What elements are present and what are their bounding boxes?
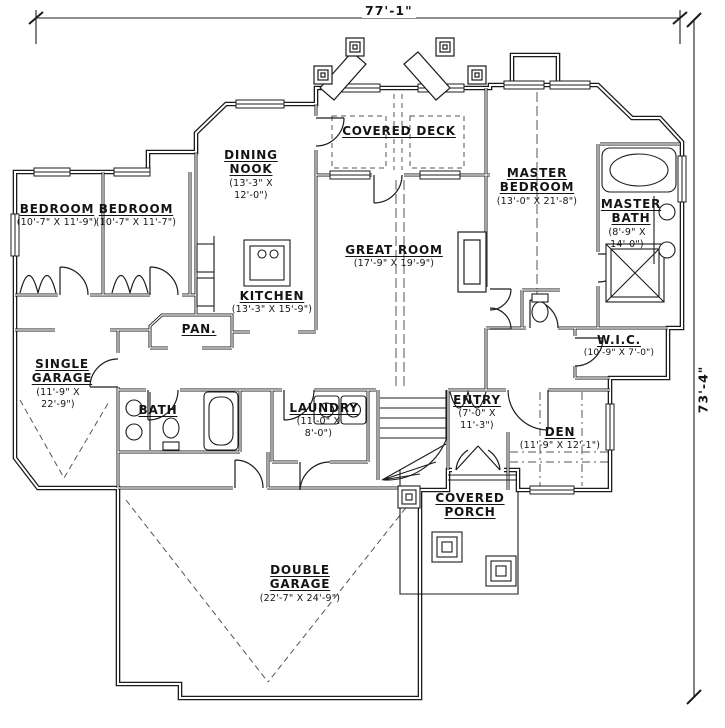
- room-label-covered-porch: COVERED PORCH: [432, 491, 508, 520]
- room-name: MASTER BEDROOM: [499, 166, 575, 195]
- room-label-master-bath: MASTER BATH (8'-9" X 14'-0"): [599, 197, 663, 251]
- room-label-single-garage: SINGLE GARAGE (11'-9" X 22'-9"): [29, 357, 95, 411]
- room-label-master-bedroom: MASTER BEDROOM (13'-0" X 21'-8"): [494, 166, 580, 208]
- room-name: KITCHEN: [239, 289, 305, 303]
- room-name: PAN.: [181, 322, 217, 336]
- room-label-dining-nook: DINING NOOK (13'-3" X 12'-0"): [218, 148, 284, 202]
- master-bath-fixtures: [531, 147, 677, 323]
- room-dims: (10'-7" X 11'-9"): [16, 217, 98, 229]
- room-name: ENTRY: [453, 393, 501, 407]
- room-label-den: DEN (11'-9" X 12'-1"): [520, 425, 600, 452]
- room-dims: (13'-3" X 15'-9"): [231, 304, 313, 316]
- room-label-pantry: PAN.: [182, 322, 217, 336]
- room-dims: (8'-9" X 14'-0"): [608, 226, 646, 250]
- laundry-fixtures: [313, 395, 367, 425]
- room-name: DEN: [544, 425, 576, 439]
- room-label-covered-deck: COVERED DECK: [342, 124, 456, 138]
- door-swings: [19, 117, 627, 491]
- room-name: DINING NOOK: [224, 148, 278, 177]
- room-name: GREAT ROOM: [345, 243, 443, 257]
- dimension-lines: [28, 10, 702, 705]
- room-name: BEDROOM: [19, 202, 95, 216]
- room-name: BEDROOM: [98, 202, 174, 216]
- room-label-entry: ENTRY (7'-0" X 11'-3"): [451, 393, 503, 432]
- room-dims: (10'-9" X 7'-0"): [583, 348, 655, 359]
- deck-posts: [313, 37, 487, 101]
- room-label-laundry: LAUNDRY (11'-0" X 8'-0"): [289, 401, 358, 440]
- room-name: COVERED DECK: [342, 124, 456, 138]
- overall-width-dimension: 77'-1": [362, 3, 416, 18]
- room-dims: (13'-0" X 21'-8"): [496, 195, 578, 207]
- room-dims: (7'-0" X 11'-3"): [458, 408, 496, 432]
- room-label-double-garage: DOUBLE GARAGE (22'-7" X 24'-9"): [259, 563, 341, 605]
- overall-height-dimension: 73'-4": [695, 362, 711, 417]
- room-label-bedroom-2: BEDROOM (10'-7" X 11'-7"): [96, 202, 176, 229]
- room-dims: (13'-3" X 12'-0"): [229, 177, 273, 201]
- room-name: BATH: [138, 403, 178, 417]
- room-name: COVERED PORCH: [435, 491, 505, 520]
- porch: [397, 470, 519, 595]
- stairs: [380, 390, 447, 481]
- room-dims: (10'-7" X 11'-7"): [95, 217, 177, 229]
- room-dims: (11'-0" X 8'-0"): [296, 416, 341, 440]
- room-name: DOUBLE GARAGE: [269, 563, 331, 592]
- room-label-great-room: GREAT ROOM (17'-9" X 19'-9"): [345, 243, 443, 270]
- front-door-opening: [452, 464, 504, 476]
- fireplace: [457, 231, 487, 293]
- room-label-bath: BATH: [139, 403, 178, 417]
- room-name: LAUNDRY: [289, 401, 359, 415]
- room-dims: (11'-9" X 22'-9"): [36, 386, 80, 410]
- kitchen-fixtures: [196, 236, 291, 312]
- room-label-wic: W.I.C. (10'-9" X 7'-0"): [584, 333, 654, 360]
- room-name: SINGLE GARAGE: [31, 357, 93, 386]
- room-name: W.I.C.: [596, 333, 641, 347]
- room-label-kitchen: KITCHEN (13'-3" X 15'-9"): [232, 289, 312, 316]
- room-dims: (17'-9" X 19'-9"): [353, 258, 435, 270]
- room-dims: (11'-9" X 12'-1"): [519, 440, 601, 452]
- dashed-ceiling-lines: [19, 92, 608, 683]
- room-name: MASTER BATH: [600, 197, 662, 226]
- hall-bath-fixtures: [125, 391, 239, 451]
- room-dims: (22'-7" X 24'-9"): [259, 592, 341, 604]
- room-label-bedroom-1: BEDROOM (10'-7" X 11'-9"): [17, 202, 97, 229]
